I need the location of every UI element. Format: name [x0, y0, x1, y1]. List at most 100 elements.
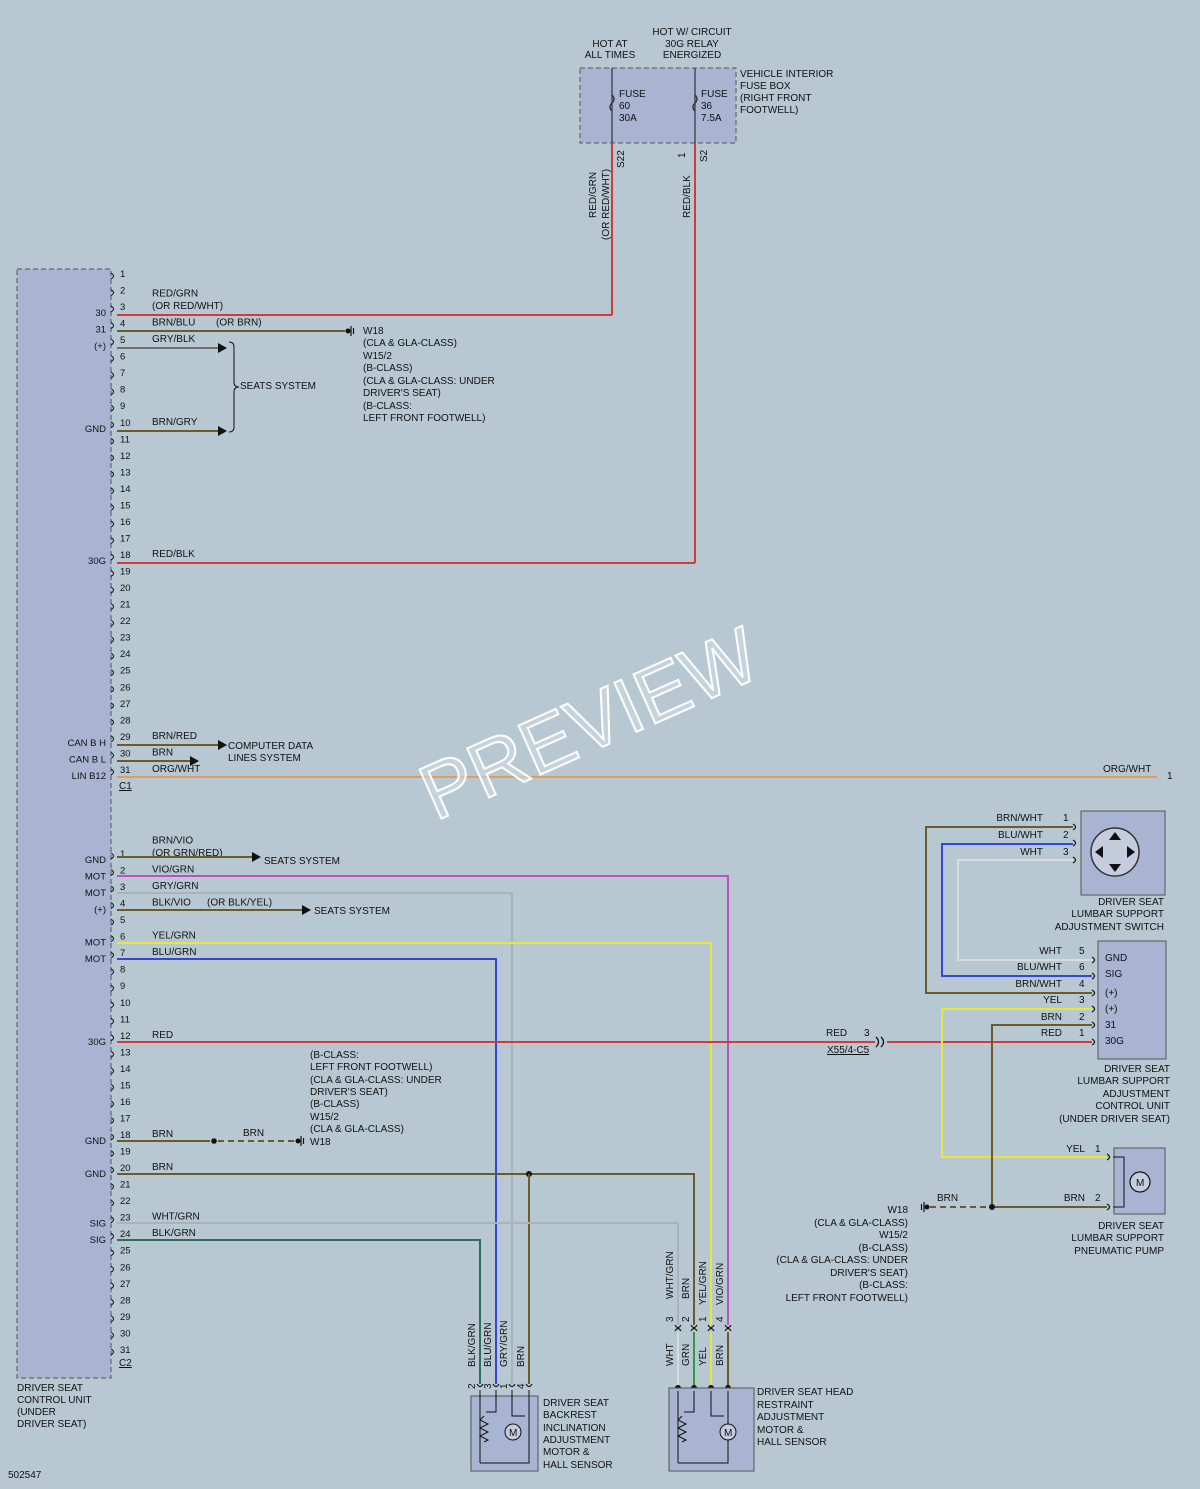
c1-pin-8: 8 [120, 385, 125, 396]
arrow-c1-5 [218, 343, 227, 353]
c2-pin-29: 29 [120, 1312, 131, 1323]
lu-n2: 6 [1079, 962, 1085, 973]
br-pin-3: 1 [499, 1383, 510, 1389]
c1-cavity-2 [110, 289, 114, 296]
hall-sensor-icon-backrest [478, 1415, 490, 1443]
control-unit: 1122334455667788991010111112121313141415… [16, 268, 132, 1430]
c1-label: C1 [119, 781, 132, 792]
c2-signal-24: SIG [90, 1235, 106, 1246]
c2-cavity-19 [110, 1150, 114, 1157]
backrest-label-5: MOTOR & [543, 1447, 590, 1458]
c1-wire-29-0: BRN/RED [152, 731, 197, 742]
ls-p1-w: BRN/WHT [996, 813, 1043, 824]
c1-cavity-4 [110, 322, 114, 330]
c1-wire-10-0: BRN/GRY [152, 417, 198, 428]
c2-pin-31: 31 [120, 1345, 131, 1356]
backrest-label-2: BACKREST [543, 1410, 597, 1421]
c2-cavity-6 [110, 935, 114, 943]
w18-note-8: LEFT FRONT FOOTWELL) [363, 413, 485, 424]
fuse-box-label-1: VEHICLE INTERIOR [740, 69, 833, 80]
c1-cavity-30 [110, 751, 114, 759]
c2-pin-13: 13 [120, 1047, 131, 1058]
c2-pin-2: 2 [120, 866, 125, 877]
c2-pin-22: 22 [120, 1196, 131, 1207]
lp-n2: 2 [1095, 1193, 1101, 1204]
c1-pin-28: 28 [120, 715, 131, 726]
c1-pin-14: 14 [120, 484, 131, 495]
s2-label: S2 [699, 149, 710, 162]
c2-cavity-27 [110, 1282, 114, 1290]
c1-pin-20: 20 [120, 583, 131, 594]
c1-pin-13: 13 [120, 467, 131, 478]
arrow-c2-4 [302, 905, 311, 915]
c2-pin-8: 8 [120, 965, 125, 976]
br-pin-4: 4 [516, 1383, 527, 1389]
lumbar-unit-label-2: LUMBAR SUPPORT [1077, 1076, 1170, 1087]
c2-pin-6: 6 [120, 932, 125, 943]
c1-cavity-9 [110, 404, 114, 412]
c2-pin-4: 4 [120, 899, 125, 910]
c2-cavity-1 [110, 852, 114, 860]
lu-n1: 5 [1079, 946, 1085, 957]
c1-cavity-27 [110, 702, 114, 710]
fuse-box-label-4: FOOTWELL) [740, 105, 798, 116]
hr-top-1: WHT/GRN [665, 1251, 676, 1299]
lu-w4: YEL [1043, 995, 1062, 1006]
hr-pin-3: 1 [698, 1316, 709, 1322]
hot-w-circuit-1: HOT W/ CIRCUIT [652, 27, 731, 38]
fuse60-l3: 30A [619, 113, 637, 124]
backrest-motor: M BLK/GRN BLU/GRN GRY/GRN BRN 2 3 1 4 DR… [467, 1321, 613, 1472]
c2-cavity-21 [110, 1183, 114, 1191]
c1-cavity-28 [110, 718, 114, 726]
lumbar-unit: GND SIG (+) (+) 31 30G 5 6 4 3 2 1 WHT B… [1015, 940, 1170, 1125]
lu-n3: 4 [1079, 979, 1085, 990]
c1-cavity-20 [110, 586, 114, 594]
c2-pin-9: 9 [120, 981, 125, 992]
arrow-down-icon [1109, 864, 1121, 872]
fuse-box-outline [579, 67, 737, 144]
x55-wire: RED [826, 1028, 847, 1039]
c1-signal-29: CAN B H [67, 738, 106, 749]
c2-cavity-7 [110, 951, 114, 959]
hr-pin-1: 3 [665, 1316, 676, 1322]
fuse60-l2: 60 [619, 101, 631, 112]
ls-p2-w: BLU/WHT [998, 830, 1043, 841]
c2-wire-3-0: GRY/GRN [152, 881, 199, 892]
c1-pin-9: 9 [120, 401, 125, 412]
w18-note-3: W15/2 [363, 351, 392, 362]
backrest-label-4: ADJUSTMENT [543, 1435, 610, 1446]
lumbar-unit-label-3: ADJUSTMENT [1103, 1089, 1170, 1100]
lu-s1: GND [1105, 953, 1127, 964]
c2-cavity-3 [110, 885, 114, 893]
c2-cavity-24 [110, 1232, 114, 1240]
hr-bot-2: GRN [681, 1344, 692, 1366]
c2-pin-11: 11 [120, 1014, 130, 1025]
wire-c2-20-brn [117, 1173, 695, 1325]
hot-at-all-times-2: ALL TIMES [585, 50, 636, 61]
backrest-lead-4 [480, 1390, 530, 1464]
splice-lumbar-brn [989, 1204, 995, 1210]
c2-cavity-11 [110, 1017, 114, 1025]
br-pin-2: 3 [483, 1383, 494, 1389]
hr-bot-4: BRN [715, 1345, 726, 1366]
c1-cavity-15 [110, 503, 114, 511]
arrow-c1-10 [218, 426, 227, 436]
c1-cavity-12 [110, 454, 114, 462]
c1-cavity-29 [110, 735, 114, 743]
c2-pin-21: 21 [120, 1180, 131, 1191]
c1-signal-10: GND [85, 424, 106, 435]
wire-brn-lumbar [991, 1024, 1107, 1208]
c2-cavity-28 [110, 1298, 114, 1306]
fuse36-l3: 7.5A [701, 113, 722, 124]
lumbar-pump-label-1: DRIVER SEAT [1098, 1221, 1164, 1232]
c1-cavity-14 [110, 487, 114, 495]
c2-gnote-4: DRIVER'S SEAT) [310, 1087, 388, 1098]
hr-top-4: VIO/GRN [715, 1263, 726, 1305]
c2-pin-24: 24 [120, 1229, 131, 1240]
backrest-lead-2 [486, 1390, 497, 1413]
c1-cavity-13 [110, 470, 114, 478]
lp-note-2: (CLA & GLA-CLASS) [814, 1218, 908, 1229]
lumbar-switch: DRIVER SEAT LUMBAR SUPPORT ADJUSTMENT SW… [996, 810, 1166, 933]
c2-pin-12: 12 [120, 1031, 131, 1042]
splice-c2-18 [211, 1138, 217, 1144]
